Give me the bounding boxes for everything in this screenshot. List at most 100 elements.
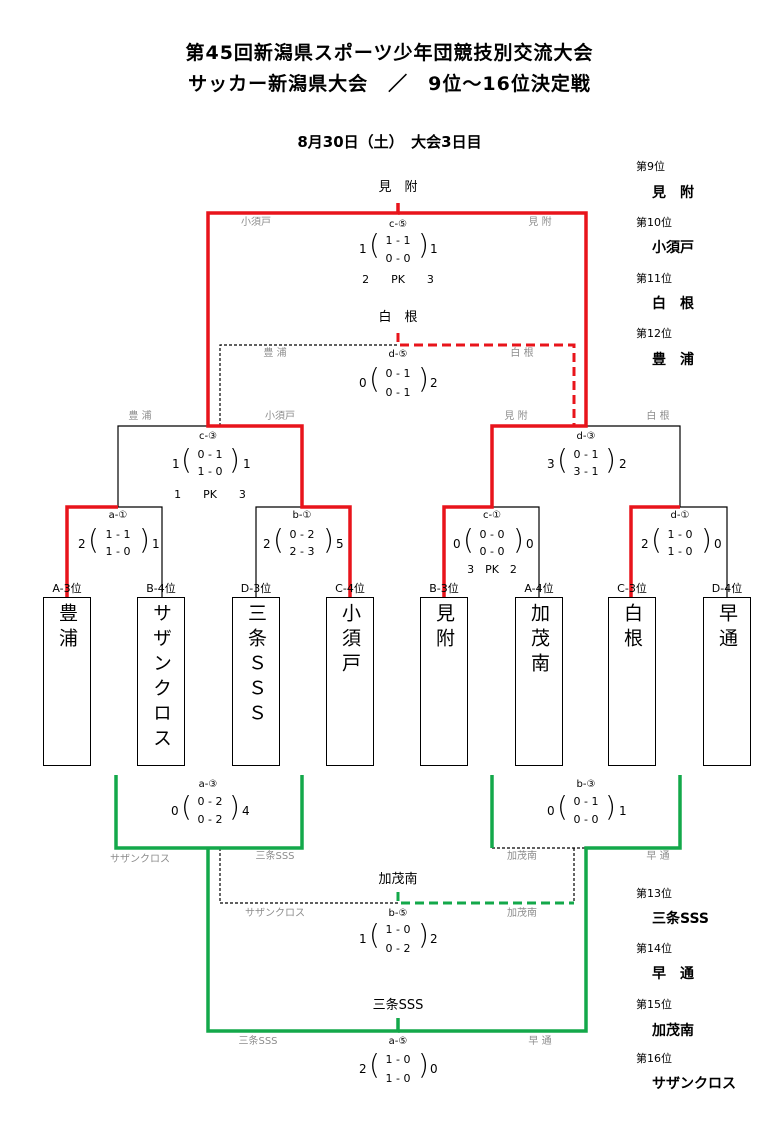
match-half2: 2 - 3 xyxy=(289,545,315,558)
bracket-left-icon: ( xyxy=(369,918,380,951)
match-winner: 三条SSS xyxy=(372,998,424,1013)
match-half1: 0 - 2 xyxy=(289,528,315,541)
team-name-6: 加茂南 xyxy=(528,603,550,678)
seed-label: A-4位 xyxy=(524,582,554,595)
seed-label: D-4位 xyxy=(711,582,743,595)
bracket-right-icon: ) xyxy=(605,790,616,823)
seed-label: B-3位 xyxy=(429,582,459,595)
match-half1: 1 - 1 xyxy=(105,528,131,541)
team-name-1: 豊浦 xyxy=(56,603,78,653)
standing-team: 加茂南 xyxy=(652,1023,694,1039)
standing-rank: 第9位 xyxy=(636,160,665,173)
bracket-left-icon: ( xyxy=(651,523,662,556)
match-right-score: 1 xyxy=(619,804,627,818)
seed-label: C-4位 xyxy=(335,582,365,595)
match-label: c-① xyxy=(482,510,502,521)
bracket-right-icon: ) xyxy=(418,228,429,261)
match-name-right: 白 根 xyxy=(510,348,534,359)
match-name-left: 豊 浦 xyxy=(128,411,152,422)
match-label: c-③ xyxy=(198,431,218,442)
match-name-left: 加茂南 xyxy=(507,851,537,862)
team-box-7 xyxy=(608,597,656,766)
match-half2: 1 - 0 xyxy=(197,465,223,478)
bracket-left-icon: ( xyxy=(369,1048,380,1081)
match-name-left: 三条SSS xyxy=(238,1036,278,1047)
match-left-score: 2 xyxy=(263,537,271,551)
match-winner: 加茂南 xyxy=(378,872,418,887)
match-right-score: 4 xyxy=(242,804,250,818)
match-right-score: 2 xyxy=(619,457,627,471)
match-left-score: 2 xyxy=(359,1062,367,1076)
match-name-right: 早 通 xyxy=(528,1036,552,1047)
team-name-3: 三条ＳＳＳ xyxy=(245,603,267,728)
match-name-left: 豊 浦 xyxy=(263,348,287,359)
bracket-right-icon: ) xyxy=(139,523,150,556)
seed-label: B-4位 xyxy=(146,582,176,595)
standing-rank: 第16位 xyxy=(636,1052,672,1065)
standing-rank: 第10位 xyxy=(636,216,672,229)
match-name-left: 見 附 xyxy=(504,411,528,422)
standing-team: 三条SSS xyxy=(652,911,709,927)
team-name-5: 見附 xyxy=(433,603,455,653)
standing-rank: 第12位 xyxy=(636,327,672,340)
match-pk: 2 PK 3 xyxy=(362,273,434,286)
match-half2: 0 - 0 xyxy=(385,252,411,265)
match-half2: 0 - 0 xyxy=(573,813,599,826)
bracket-right-icon: ) xyxy=(323,523,334,556)
bracket-left-icon: ( xyxy=(557,443,568,476)
match-left-score: 0 xyxy=(547,804,555,818)
team-box-1 xyxy=(43,597,91,766)
team-box-4 xyxy=(326,597,374,766)
match-name-left: サザンクロス xyxy=(110,854,170,865)
standing-team: 早 通 xyxy=(652,966,694,982)
seed-label: C-3位 xyxy=(617,582,647,595)
bracket-left-icon: ( xyxy=(181,790,192,823)
match-left-score: 1 xyxy=(359,932,367,946)
match-half2: 3 - 1 xyxy=(573,465,599,478)
match-half2: 0 - 2 xyxy=(197,813,223,826)
match-right-score: 1 xyxy=(430,242,438,256)
match-left-score: 1 xyxy=(359,242,367,256)
standing-team: 白 根 xyxy=(652,296,694,312)
team-name-4: 小須戸 xyxy=(339,603,361,678)
match-label: d-① xyxy=(670,510,690,521)
match-half1: 0 - 1 xyxy=(573,448,599,461)
match-name-left: 小須戸 xyxy=(241,217,271,228)
match-left-score: 1 xyxy=(172,457,180,471)
bracket-right-icon: ) xyxy=(418,362,429,395)
bracket-left-icon: ( xyxy=(463,523,474,556)
match-half1: 0 - 0 xyxy=(479,528,505,541)
standing-rank: 第11位 xyxy=(636,272,672,285)
match-label: c-⑤ xyxy=(388,219,408,230)
standing-rank: 第13位 xyxy=(636,887,672,900)
match-half2: 1 - 0 xyxy=(385,1072,411,1085)
team-name-8: 早通 xyxy=(716,603,738,653)
match-label: b-⑤ xyxy=(388,908,408,919)
match-half1: 0 - 1 xyxy=(385,367,411,380)
match-name-right: 三条SSS xyxy=(255,851,295,862)
title-line-1: 第45回新潟県スポーツ少年団競技別交流大会 xyxy=(185,42,594,64)
bracket-left-icon: ( xyxy=(88,523,99,556)
bracket-right-icon: ) xyxy=(418,1048,429,1081)
standing-rank: 第15位 xyxy=(636,998,672,1011)
match-label: a-① xyxy=(108,510,128,521)
match-label: b-③ xyxy=(576,779,596,790)
match-left-score: 0 xyxy=(171,804,179,818)
match-left-score: 0 xyxy=(453,537,461,551)
match-half2: 1 - 0 xyxy=(105,545,131,558)
match-right-score: 0 xyxy=(526,537,534,551)
bracket-left-icon: ( xyxy=(557,790,568,823)
title-line-2: サッカー新潟県大会 ／ 9位～16位決定戦 xyxy=(188,73,591,95)
match-winner: 白 根 xyxy=(378,310,418,325)
match-half1: 1 - 1 xyxy=(385,234,411,247)
match-half1: 0 - 2 xyxy=(197,795,223,808)
match-label: d-⑤ xyxy=(388,349,408,360)
match-left-score: 2 xyxy=(78,537,86,551)
match-half2: 1 - 0 xyxy=(667,545,693,558)
standing-team: 見 附 xyxy=(652,185,694,201)
match-right-score: 2 xyxy=(430,376,438,390)
match-name-right: 加茂南 xyxy=(507,908,537,919)
match-right-score: 1 xyxy=(152,537,160,551)
match-name-right: 白 根 xyxy=(646,411,670,422)
